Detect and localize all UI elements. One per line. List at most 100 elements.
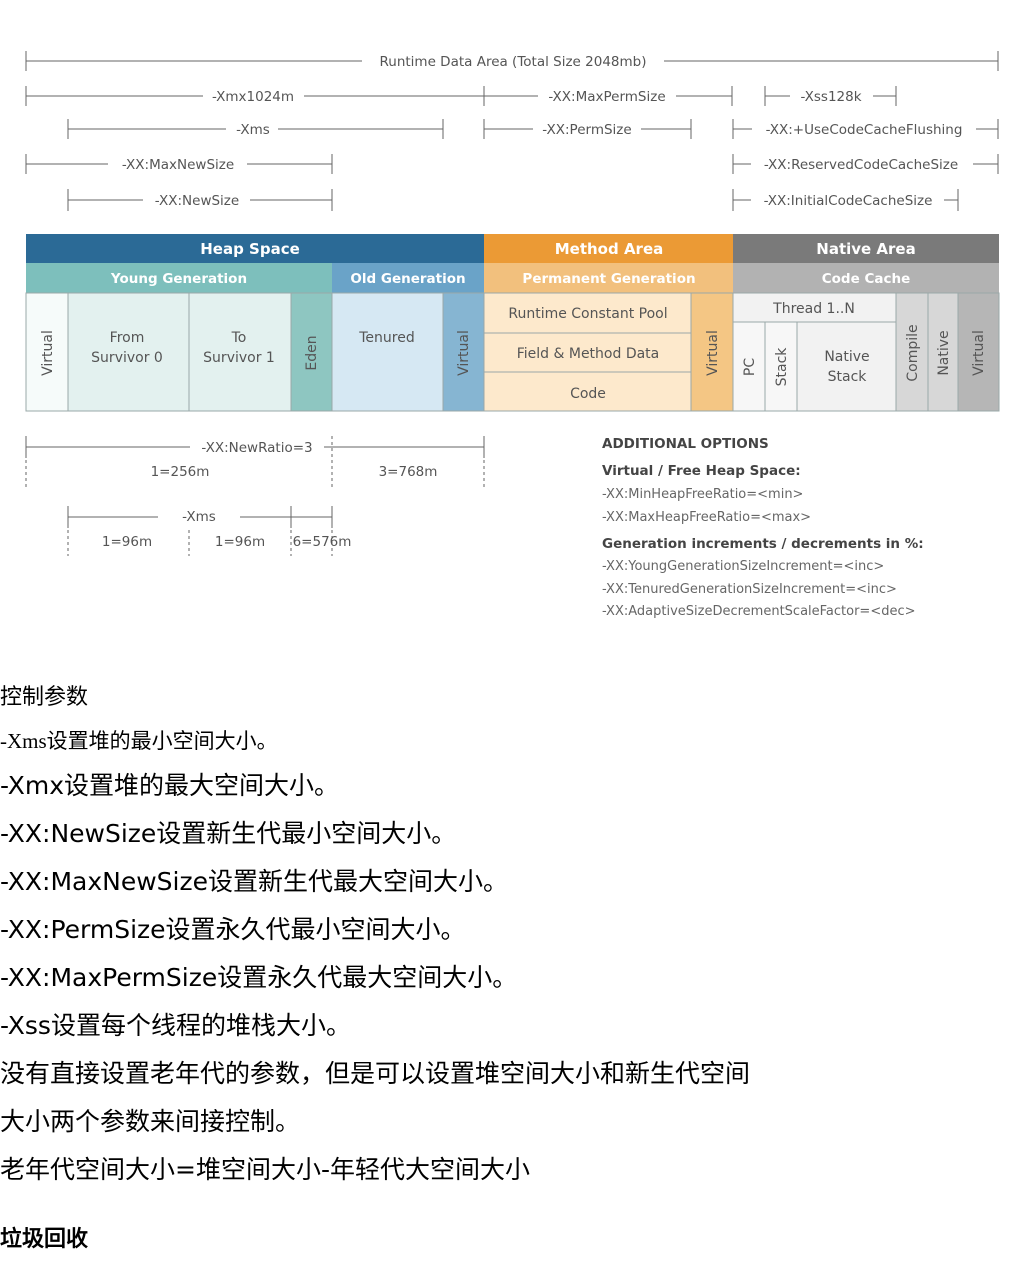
ruler-xmx [25, 86, 485, 106]
native-stack-cell [796, 321, 897, 412]
ruler-maxnew [25, 154, 333, 174]
native-virtual-cell [957, 292, 1000, 412]
note-old-1: 没有直接设置老年代的参数，但是可以设置堆空间大小和新生代空间 [0, 1059, 751, 1088]
ratio-dashes [25, 436, 485, 488]
ruler-xms [67, 119, 444, 139]
ruler-flushing [732, 119, 999, 139]
native-cell [927, 292, 959, 412]
note-permsize: -XX:PermSize设置永久代最小空间大小。 [0, 915, 466, 944]
note-xss: -Xss设置每个线程的堆栈大小。 [0, 1011, 351, 1040]
notes-heading: 控制参数 [0, 685, 89, 710]
option-tenured: -XX:TenuredGenerationSizeIncrement=<inc> [602, 582, 897, 597]
newratio-label: -XX:NewRatio=3 [201, 440, 312, 456]
old-virtual-cell [442, 292, 485, 412]
tenured-cell [331, 292, 444, 412]
label-maxnew: -XX:MaxNewSize [122, 157, 234, 173]
native-label: Native [936, 330, 952, 375]
ratio-3-label: 3=768m [379, 464, 438, 480]
to-survivor-label-2: Survivor 1 [203, 350, 275, 366]
option-max: -XX:MaxHeapFreeRatio=<max> [602, 510, 811, 525]
method-area-header [484, 234, 733, 263]
young-generation-header [26, 263, 332, 293]
generation-title: Generation increments / decrements in %: [602, 536, 924, 552]
ruler-permsize [483, 119, 692, 139]
note-formula: 老年代空间大小=堆空间大小-年轻代大空间大小 [0, 1155, 530, 1184]
memory-cells [25, 292, 1000, 412]
note-newsize: -XX:NewSize设置新生代最小空间大小。 [0, 819, 457, 848]
method-area-title: Method Area [555, 240, 664, 258]
ruler-maxperm [484, 86, 733, 106]
native-stack-label-2: Stack [828, 369, 868, 385]
label-newsize: -XX:NewSize [155, 193, 239, 209]
note-maxpermsize: -XX:MaxPermSize设置永久代最大空间大小。 [0, 963, 518, 992]
gc-heading: 垃圾回收 [0, 1227, 89, 1252]
native-area-title: Native Area [816, 240, 915, 258]
sub-headers: Young Generation Old Generation Permanen… [26, 263, 999, 293]
size-rulers [25, 51, 999, 211]
code-cache-header [733, 263, 999, 293]
control-parameters-notes: 控制参数 -Xms设置堆的最小空间大小。 -Xmx设置堆的最大空间大小。 -XX… [0, 676, 1020, 1262]
options-title: ADDITIONAL OPTIONS [602, 436, 769, 452]
virtual-free-title: Virtual / Free Heap Space: [602, 463, 801, 479]
xms-young-label: -Xms [182, 509, 216, 525]
area-headers: Heap Space Method Area Native Area [26, 234, 999, 263]
from-survivor-cell [67, 292, 190, 412]
method-virtual-cell [690, 292, 734, 412]
note-maxnewsize: -XX:MaxNewSize设置新生代最大空间大小。 [0, 867, 508, 896]
ruler-newsize [67, 189, 333, 211]
eden-label: Eden [304, 335, 320, 370]
ratio-a-label: 1=96m [102, 534, 152, 550]
to-survivor-label-1: To [231, 330, 247, 346]
note-xms: -Xms设置堆的最小空间大小。 [0, 729, 278, 753]
compile-label: Compile [905, 324, 921, 381]
to-survivor-cell [188, 292, 292, 412]
code-cache-title: Code Cache [822, 271, 911, 287]
label-flushing: -XX:+UseCodeCacheFlushing [766, 122, 963, 138]
heap-virtual-label: Virtual [40, 330, 56, 376]
native-virtual-label: Virtual [971, 330, 987, 376]
eden-cell [290, 292, 333, 412]
jvm-memory-diagram: Runtime Data Area (Total Size 2048mb) -X… [25, 51, 1000, 619]
ruler-reserved [732, 154, 999, 174]
compile-cell [895, 292, 929, 412]
label-xms: -Xms [236, 122, 270, 138]
xms-dashes [67, 530, 333, 556]
old-generation-header [332, 263, 484, 293]
ruler-runtime [25, 51, 999, 71]
label-maxperm: -XX:MaxPermSize [548, 89, 665, 105]
ruler-xss [764, 86, 897, 106]
additional-options: ADDITIONAL OPTIONS Virtual / Free Heap S… [602, 436, 924, 619]
ruler-labels: Runtime Data Area (Total Size 2048mb) -X… [122, 54, 963, 209]
young-generation-title: Young Generation [110, 271, 247, 287]
runtime-constant-pool-label: Runtime Constant Pool [508, 306, 667, 322]
field-method-data-cell [483, 332, 692, 373]
field-method-data-label: Field & Method Data [517, 346, 660, 362]
note-xmx: -Xmx设置堆的最大空间大小。 [0, 771, 340, 800]
label-runtime: Runtime Data Area (Total Size 2048mb) [380, 54, 647, 70]
label-reserved: -XX:ReservedCodeCacheSize [764, 157, 958, 173]
thread-label: Thread 1..N [772, 301, 855, 317]
pc-label: PC [742, 358, 758, 376]
from-survivor-label-1: From [110, 330, 145, 346]
native-area-header [733, 234, 999, 263]
stack-label: Stack [774, 347, 790, 387]
code-label: Code [570, 386, 606, 402]
label-xss: -Xss128k [800, 89, 861, 105]
ratio-c-label: 6=576m [293, 534, 352, 550]
ratio-rulers [25, 436, 485, 556]
heap-space-header [26, 234, 484, 263]
ratio-b-label: 1=96m [215, 534, 265, 550]
ruler-xms-young [67, 506, 333, 528]
old-virtual-label: Virtual [456, 330, 472, 376]
ratio-labels: -XX:NewRatio=3 1=256m 3=768m -Xms 1=96m … [102, 440, 438, 550]
option-adaptive: -XX:AdaptiveSizeDecrementScaleFactor=<de… [602, 604, 916, 619]
label-initial: -XX:InitialCodeCacheSize [764, 193, 933, 209]
tenured-label: Tenured [358, 330, 414, 346]
option-min: -XX:MinHeapFreeRatio=<min> [602, 487, 803, 502]
code-cell [483, 371, 692, 412]
pc-cell [732, 321, 766, 412]
native-stack-label-1: Native [824, 349, 869, 365]
old-generation-title: Old Generation [350, 271, 465, 287]
from-survivor-label-2: Survivor 0 [91, 350, 163, 366]
heap-space-title: Heap Space [200, 240, 300, 258]
